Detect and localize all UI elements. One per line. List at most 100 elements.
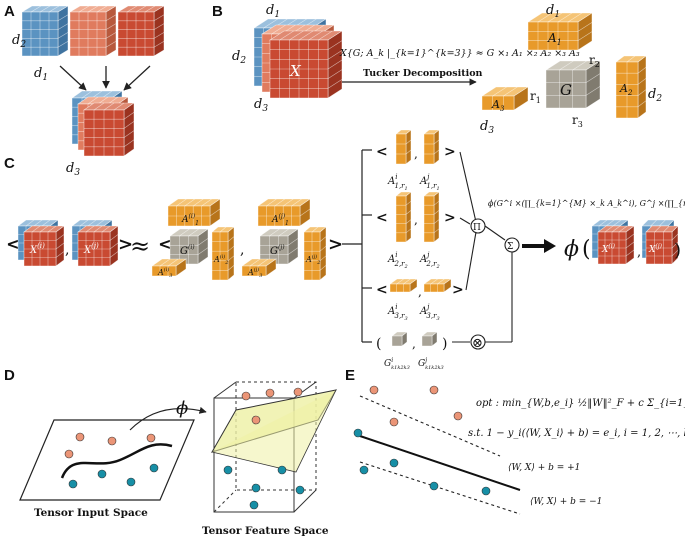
b-d3-factor-label: d3 bbox=[480, 119, 494, 136]
b-a2-label: A2 bbox=[619, 82, 633, 97]
d-feature-cube bbox=[213, 381, 317, 513]
panel-label-b: B bbox=[212, 3, 223, 20]
c-phi-open-paren: ( bbox=[582, 237, 591, 262]
a-arrow-1 bbox=[59, 65, 87, 91]
e-objective: opt : min_{W,b,e_i} ½‖W‖²_F + c Σ_{i=1}^… bbox=[476, 398, 685, 409]
c-dj-a2 bbox=[303, 226, 327, 281]
c-dj-a1 bbox=[257, 198, 311, 227]
b-tensor-x-label: X bbox=[289, 62, 302, 80]
c-lhs-comma: , bbox=[65, 242, 69, 258]
c-rhs-xi-red bbox=[597, 225, 635, 265]
panel-label-e: E bbox=[345, 367, 355, 384]
e-upper-margin-line bbox=[359, 395, 501, 457]
e-orange-point bbox=[429, 385, 439, 395]
c-p3-close: > bbox=[452, 282, 464, 298]
panel-label-c: C bbox=[4, 155, 15, 172]
c-line-p2-prod bbox=[459, 217, 471, 225]
e-teal-point bbox=[359, 465, 369, 475]
c-sum-symbol: Σ bbox=[507, 242, 513, 252]
b-r1-label: r1 bbox=[530, 89, 541, 105]
c-phi-close-paren: ) bbox=[674, 240, 681, 261]
c-mid-close-bracket: > bbox=[328, 234, 343, 255]
d-orange-point bbox=[241, 391, 251, 401]
c-di-a2 bbox=[211, 226, 235, 281]
e-teal-point bbox=[481, 486, 491, 496]
c-mid-open-bracket: < bbox=[158, 234, 173, 255]
d-teal-point bbox=[97, 469, 107, 479]
panel-b: X d1 d2 d3 X{G; A_k |_{k=1}^{k=3}} ≈ G ×… bbox=[232, 3, 662, 136]
e-teal-point bbox=[429, 481, 439, 491]
c-p3-open: < bbox=[376, 282, 388, 298]
d-input-boundary bbox=[60, 443, 173, 479]
c-lhs-xi-label: X(i) bbox=[29, 242, 45, 256]
slice-blue bbox=[20, 5, 70, 57]
d-teal-point bbox=[68, 479, 78, 489]
e-teal-point bbox=[353, 428, 363, 438]
d-orange-point bbox=[251, 415, 261, 425]
c-lhs-open-bracket: < bbox=[6, 234, 21, 255]
slice-red bbox=[116, 5, 166, 57]
b-factor-a1 bbox=[526, 12, 594, 51]
c-p2-close: > bbox=[444, 210, 456, 226]
a-d1-label: d1 bbox=[34, 66, 48, 83]
d-points bbox=[64, 387, 305, 510]
c-di-a1 bbox=[167, 198, 221, 227]
panel-a: d2 d1 d3 bbox=[12, 5, 166, 178]
c-lhs-xj-label: X(j) bbox=[83, 242, 99, 256]
d-teal-point bbox=[249, 500, 259, 510]
d-teal-point bbox=[295, 485, 305, 495]
d-teal-point bbox=[251, 483, 261, 493]
e-orange-point bbox=[369, 385, 379, 395]
c-line-p3-prod bbox=[465, 231, 477, 291]
c-p1-left bbox=[395, 129, 412, 165]
c-lhs-close-bracket: > bbox=[118, 234, 133, 255]
c-di-a2-label: A(i)2 bbox=[213, 253, 228, 266]
d-hyperplane-front bbox=[211, 389, 337, 473]
c-p2-left bbox=[395, 191, 412, 243]
b-a3-label: A3 bbox=[491, 98, 505, 113]
d-teal-point bbox=[223, 465, 233, 475]
c-p1-close: > bbox=[444, 144, 456, 160]
d-orange-point bbox=[293, 387, 303, 397]
slice-salmon bbox=[68, 5, 118, 57]
c-dj-a3 bbox=[241, 258, 277, 277]
c-rhs-comma: , bbox=[637, 245, 641, 260]
c-di-a3 bbox=[151, 258, 187, 277]
e-points bbox=[353, 385, 491, 496]
b-factor-a3 bbox=[480, 86, 530, 111]
c-lhs-xj-red bbox=[77, 225, 119, 267]
d-teal-point bbox=[277, 465, 287, 475]
e-upper-margin-label: ⟨W, X⟩ + b = +1 bbox=[508, 463, 580, 473]
e-constraint: s.t. 1 − y_i(⟨W, X_i⟩ + b) = e_i, i = 1,… bbox=[468, 428, 685, 439]
c-mid-comma: , bbox=[240, 242, 244, 258]
c-dj-a2-label: A(j)2 bbox=[305, 253, 320, 266]
d-orange-point bbox=[265, 388, 275, 398]
b-d2-factor-label: d2 bbox=[648, 87, 662, 104]
a-d2-label: d2 bbox=[12, 33, 26, 50]
c-p2-right bbox=[423, 191, 440, 243]
c-p4-left bbox=[391, 331, 408, 347]
c-rhs-xj-red bbox=[645, 225, 679, 265]
d-orange-point bbox=[146, 433, 156, 443]
panel-d: Tensor Input Space ϕ Tensor Feature Spac… bbox=[19, 381, 338, 537]
b-r3-label: r3 bbox=[572, 113, 583, 129]
c-sum-node bbox=[504, 237, 520, 253]
b-tucker-title: Tucker Decomposition bbox=[363, 68, 483, 79]
b-d3-label: d3 bbox=[254, 97, 268, 114]
c-phi: ϕ bbox=[564, 237, 579, 262]
e-teal-point bbox=[389, 458, 399, 468]
c-result-arrow bbox=[522, 239, 556, 253]
a-d3-label: d3 bbox=[66, 161, 80, 178]
c-di-a3-label: A(i)3 bbox=[157, 266, 172, 279]
panel-e: opt : min_{W,b,e_i} ½‖W‖²_F + c Σ_{i=1}^… bbox=[353, 385, 685, 515]
panel-label-d: D bbox=[4, 367, 15, 384]
e-orange-point bbox=[453, 411, 463, 421]
c-p3-right bbox=[423, 278, 452, 293]
